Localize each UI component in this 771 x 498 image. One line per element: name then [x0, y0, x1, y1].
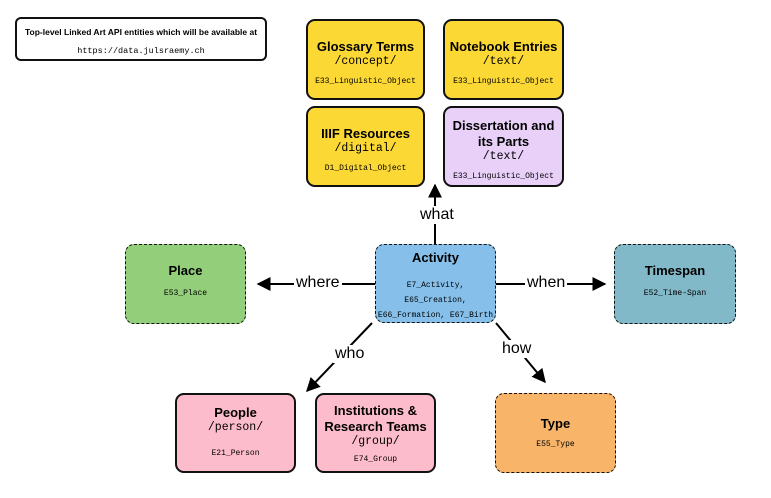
edge-label-how: how [500, 340, 534, 358]
node-activity: Activity E7_Activity, E65_Creation, E66_… [375, 244, 496, 323]
node-code-3: E66_Formation, E67_Birth [377, 311, 494, 320]
node-title: IIIF Resources [321, 126, 410, 141]
info-box: Top-level Linked Art API entities which … [15, 17, 267, 61]
edge-label-where: where [294, 274, 342, 292]
node-title: Timespan [644, 263, 706, 278]
node-code-1: E7_Activity, [406, 281, 465, 290]
node-code: E52_Time-Span [643, 289, 707, 298]
node-code: E53_Place [163, 289, 208, 298]
node-code: E33_Linguistic_Object [453, 77, 554, 86]
node-dissertation: Dissertation and its Parts /text/ E33_Li… [443, 106, 564, 187]
node-title: Type [540, 416, 571, 431]
node-title: Dissertation and its Parts [452, 118, 555, 149]
node-path: /person/ [207, 421, 264, 434]
edge-label-who: who [333, 345, 367, 363]
node-timespan: Timespan E52_Time-Span [614, 244, 736, 324]
node-people: People /person/ E21_Person [175, 393, 296, 473]
node-path: /digital/ [334, 142, 397, 155]
node-institutions: Institutions & Research Teams /group/ E7… [315, 393, 436, 473]
node-notebook-entries: Notebook Entries /text/ E33_Linguistic_O… [443, 19, 564, 100]
info-title: Top-level Linked Art API entities which … [24, 27, 258, 37]
node-path: /text/ [482, 150, 525, 163]
node-glossary-terms: Glossary Terms /concept/ E33_Linguistic_… [306, 19, 425, 100]
node-type: Type E55_Type [495, 393, 616, 473]
edge-label-when: when [525, 274, 568, 292]
node-title: People [214, 405, 257, 420]
node-code: E55_Type [536, 440, 575, 449]
edge-label-what: what [418, 206, 456, 224]
node-title: Institutions & Research Teams [324, 403, 427, 434]
node-path: /concept/ [334, 55, 397, 68]
node-title: Glossary Terms [316, 39, 415, 54]
node-title: Place [168, 263, 203, 278]
node-title: Notebook Entries [449, 39, 558, 54]
node-path: /text/ [482, 55, 525, 68]
node-iiif-resources: IIIF Resources /digital/ D1_Digital_Obje… [306, 106, 425, 187]
node-code: E21_Person [211, 449, 260, 458]
node-code-2: E65_Creation, [404, 296, 467, 305]
node-code: E33_Linguistic_Object [315, 77, 416, 86]
node-code: E33_Linguistic_Object [453, 172, 554, 181]
node-code: D1_Digital_Object [324, 164, 407, 173]
node-title: Activity [412, 250, 459, 265]
node-path: /group/ [351, 435, 400, 448]
node-place: Place E53_Place [125, 244, 246, 324]
info-url: https://data.julsraemy.ch [77, 46, 205, 56]
node-code: E74_Group [353, 455, 398, 464]
